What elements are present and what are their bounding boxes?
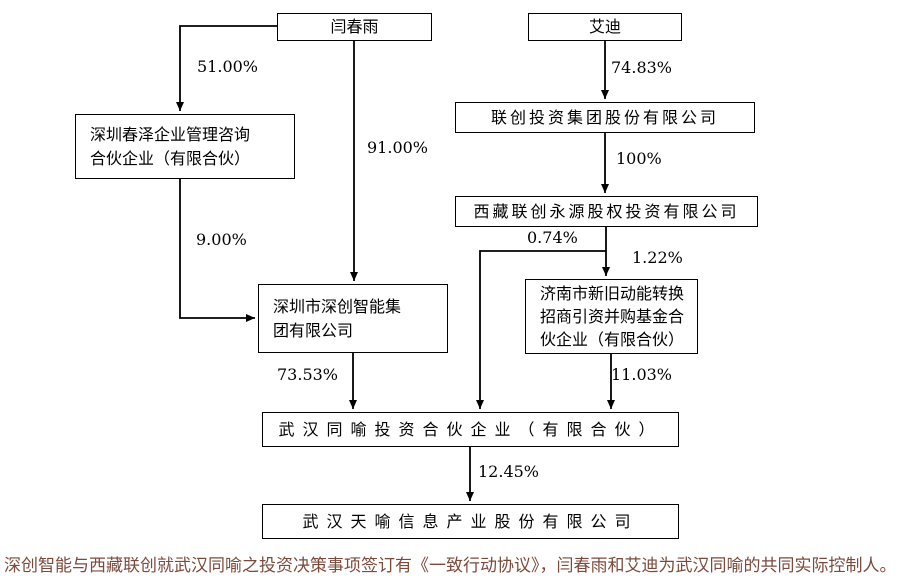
footnote-text: 深创智能与西藏联创就武汉同喻之投资决策事项签订有《一致行动协议》，闫春雨和艾迪为… <box>4 556 897 576</box>
node-lianchuang-group: 联创投资集团股份有限公司 <box>455 102 755 133</box>
node-ai-di-label: 艾迪 <box>588 17 621 36</box>
node-wuhan-tianyu: 武汉天喻信息产业股份有限公司 <box>262 504 679 539</box>
node-xizang-lianchuang: 西藏联创永源股权投资有限公司 <box>455 196 758 227</box>
node-jinan-fund-line1: 济南市新旧动能转换 <box>540 283 685 303</box>
edge-label-lianchuang-to-xizang: 100% <box>616 149 662 168</box>
edge-label-xizang-to-tongyu: 0.74% <box>527 228 578 247</box>
node-wuhan-tianyu-label: 武汉天喻信息产业股份有限公司 <box>302 511 639 531</box>
edge-label-aidi-to-lianchuang: 74.83% <box>611 58 673 77</box>
node-lianchuang-group-label: 联创投资集团股份有限公司 <box>490 107 719 127</box>
node-shenzhen-chunze: 深圳春泽企业管理咨询 合伙企业（有限合伙） <box>75 114 295 179</box>
node-shenchuang-group-line1: 深圳市深创智能集 <box>273 296 402 316</box>
node-xizang-lianchuang-label: 西藏联创永源股权投资有限公司 <box>473 201 740 221</box>
edge-label-chunze-to-shenchuang: 9.00% <box>196 230 247 249</box>
node-wuhan-tongyu-label: 武汉同喻投资合伙企业（有限合伙） <box>278 419 663 439</box>
edge-label-yan-to-shenchuang: 91.00% <box>367 138 429 157</box>
node-jinan-fund-line2: 招商引资并购基金合 <box>540 306 685 326</box>
edge-label-yan-to-chunze: 51.00% <box>197 57 259 76</box>
node-shenzhen-chunze-line1: 深圳春泽企业管理咨询 <box>90 124 251 144</box>
node-shenchuang-group-line2: 团有限公司 <box>273 320 354 340</box>
edge-label-shenchuang-to-tongyu: 73.53% <box>277 365 339 384</box>
edge-label-xizang-to-jinan: 1.22% <box>632 248 683 267</box>
node-wuhan-tongyu: 武汉同喻投资合伙企业（有限合伙） <box>262 412 679 447</box>
edge-label-jinan-to-tongyu: 11.03% <box>611 365 673 384</box>
node-yan-chunyu-label: 闫春雨 <box>330 17 379 36</box>
node-yan-chunyu: 闫春雨 <box>277 13 432 41</box>
node-ai-di: 艾迪 <box>528 13 682 41</box>
node-shenzhen-chunze-line2: 合伙企业（有限合伙） <box>90 148 251 168</box>
edge-label-tongyu-to-tianyu: 12.45% <box>478 462 540 481</box>
node-jinan-fund: 济南市新旧动能转换 招商引资并购基金合 伙企业（有限合伙） <box>525 279 698 354</box>
node-shenchuang-group: 深圳市深创智能集 团有限公司 <box>258 284 448 353</box>
node-jinan-fund-line3: 伙企业（有限合伙） <box>540 330 685 350</box>
